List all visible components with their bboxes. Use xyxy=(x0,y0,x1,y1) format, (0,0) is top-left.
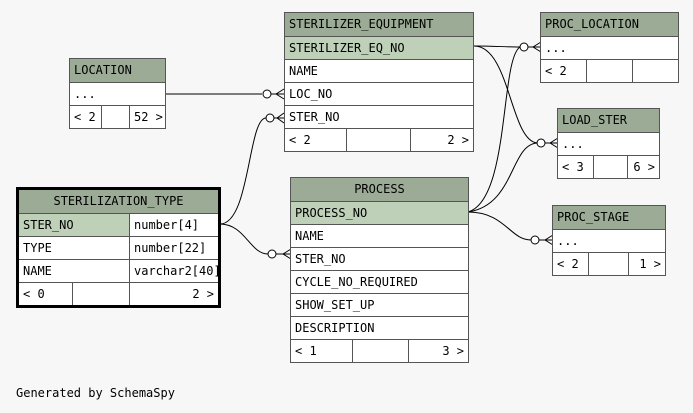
table-footer: < 2 2 > xyxy=(285,129,473,151)
footer-spacer xyxy=(347,129,411,151)
table-title: LOCATION xyxy=(70,59,165,83)
table-load-ster[interactable]: LOAD_STER ... < 3 6 > xyxy=(557,108,660,179)
column-type: number[22] xyxy=(130,237,218,259)
table-footer: < 3 6 > xyxy=(558,156,659,178)
table-proc-location[interactable]: PROC_LOCATION ... < 2 xyxy=(540,12,679,83)
column-type: number[4] xyxy=(130,214,218,236)
column: CYCLE_NO_REQUIRED xyxy=(291,271,468,294)
footer-spacer xyxy=(594,156,628,178)
column: DESCRIPTION xyxy=(291,317,468,340)
table-process[interactable]: PROCESS PROCESS_NO NAME STER_NO CYCLE_NO… xyxy=(290,177,469,363)
children-count: < 1 xyxy=(291,340,353,362)
column-type: varchar2[40] xyxy=(130,260,218,282)
children-count: < 0 xyxy=(19,283,73,305)
rel-process-to-proc-stage xyxy=(467,211,532,241)
rel-process-to-load-ster xyxy=(467,142,538,213)
table-footer: < 1 3 > xyxy=(291,340,468,362)
table-footer: < 0 2 > xyxy=(19,283,218,305)
column: STER_NO xyxy=(285,106,473,129)
children-count: < 2 xyxy=(541,60,587,82)
rel-sterilizer-to-load-ster xyxy=(473,45,538,144)
rel-ster-type-to-sterilizer xyxy=(219,117,267,225)
pk-column: STERILIZER_EQ_NO xyxy=(285,37,473,60)
rel-ster-type-to-process xyxy=(219,223,269,255)
parents-count: 1 > xyxy=(639,257,661,271)
children-count: < 2 xyxy=(553,253,589,275)
table-title: PROCESS xyxy=(291,178,468,202)
children-count: < 2 xyxy=(70,106,102,128)
table-footer: < 2 1 > xyxy=(553,253,665,275)
parents-count: 2 > xyxy=(447,133,469,147)
column: SHOW_SET_UP xyxy=(291,294,468,317)
column-ellipsis: ... xyxy=(541,37,678,60)
table-location[interactable]: LOCATION ... < 2 52 > xyxy=(69,58,166,129)
column: NAME varchar2[40] xyxy=(19,260,218,283)
column-ellipsis: ... xyxy=(70,83,165,106)
footer-spacer xyxy=(102,106,130,128)
footer-spacer xyxy=(353,340,409,362)
children-count: < 2 xyxy=(285,129,347,151)
generated-by-credit: Generated by SchemaSpy xyxy=(16,386,175,400)
parents-count: 2 > xyxy=(192,287,214,301)
footer-spacer xyxy=(633,60,678,82)
children-count: < 3 xyxy=(558,156,594,178)
table-sterilizer-equipment[interactable]: STERILIZER_EQUIPMENT STERILIZER_EQ_NO NA… xyxy=(284,12,474,152)
table-title: LOAD_STER xyxy=(558,109,659,133)
pk-column: PROCESS_NO xyxy=(291,202,468,225)
table-title: PROC_STAGE xyxy=(553,206,665,230)
table-footer: < 2 52 > xyxy=(70,106,165,128)
footer-spacer xyxy=(587,60,633,82)
parents-count: 3 > xyxy=(442,344,464,358)
parents-count: 6 > xyxy=(633,160,655,174)
column-ellipsis: ... xyxy=(553,230,665,253)
column: TYPE number[22] xyxy=(19,237,218,260)
parents-count: 52 > xyxy=(134,110,163,124)
pk-column: STER_NO number[4] xyxy=(19,214,218,237)
column: NAME xyxy=(285,60,473,83)
column: NAME xyxy=(291,225,468,248)
column-name: STER_NO xyxy=(19,214,130,236)
footer-spacer xyxy=(589,253,629,275)
table-title: PROC_LOCATION xyxy=(541,13,678,37)
column-name: TYPE xyxy=(19,237,130,259)
rel-process-to-proc-location xyxy=(467,46,521,213)
table-proc-stage[interactable]: PROC_STAGE ... < 2 1 > xyxy=(552,205,666,276)
table-title: STERILIZER_EQUIPMENT xyxy=(285,13,473,37)
footer-spacer xyxy=(73,283,130,305)
column: LOC_NO xyxy=(285,83,473,106)
rel-sterilizer-to-proc-location xyxy=(473,45,521,48)
table-footer: < 2 xyxy=(541,60,678,82)
column: STER_NO xyxy=(291,248,468,271)
table-sterilization-type[interactable]: STERILIZATION_TYPE STER_NO number[4] TYP… xyxy=(16,187,221,308)
column-name: NAME xyxy=(19,260,130,282)
column-ellipsis: ... xyxy=(558,133,659,156)
table-title: STERILIZATION_TYPE xyxy=(19,190,218,214)
